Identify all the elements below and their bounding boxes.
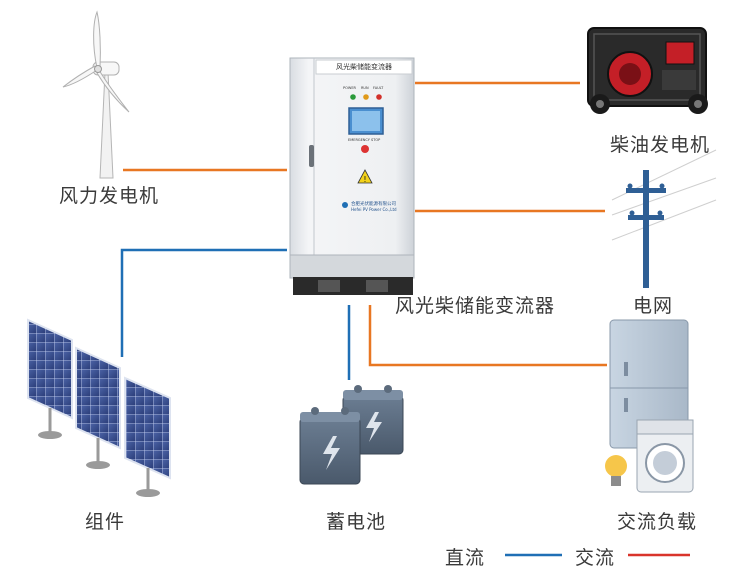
emergency-stop-label: EMERGENCY STOP <box>348 138 381 142</box>
light-bulb-icon <box>605 455 627 486</box>
dc-connection-lines <box>120 248 351 380</box>
pv-panel-3 <box>124 376 171 497</box>
cabinet-title: 风光柴储能变流器 <box>336 63 392 71</box>
battery-label: 蓄电池 <box>326 511 387 533</box>
dc-line-pv <box>120 248 287 357</box>
diesel-generator-icon <box>587 27 708 114</box>
diesel-generator-label: 柴油发电机 <box>610 134 711 156</box>
ac-load-icon <box>605 319 694 493</box>
grid-label: 电网 <box>633 295 674 317</box>
pv-modules-icon <box>27 318 171 497</box>
indicator-power-label: POWER <box>343 86 356 90</box>
utility-pole-icon <box>611 149 717 288</box>
pv-panel-2 <box>75 346 121 469</box>
pv-modules-label: 组件 <box>85 511 126 533</box>
converter-label: 风光柴储能变流器 <box>395 295 556 317</box>
company-name-en: Hefei PV Power Co.,Ltd <box>351 207 397 212</box>
ac-connection-lines <box>123 81 607 367</box>
ac-load-label: 交流负载 <box>617 511 698 533</box>
indicator-fault-label: FAULT <box>373 86 384 90</box>
battery-icon <box>299 385 404 485</box>
wind-turbine-icon <box>62 10 130 179</box>
indicator-run-label: RUN <box>361 86 369 90</box>
converter-cabinet: ! <box>289 57 415 295</box>
washing-machine-icon <box>636 419 694 493</box>
legend-ac-label: 交流 <box>575 547 616 569</box>
pv-panel-1 <box>27 318 73 439</box>
company-name: 合肥光伏能源有限公司 <box>351 202 396 207</box>
ac-line-load <box>368 305 607 367</box>
svg-text:!: ! <box>363 175 366 184</box>
wind-turbine-label: 风力发电机 <box>59 185 160 207</box>
legend-dc-label: 直流 <box>445 547 486 569</box>
